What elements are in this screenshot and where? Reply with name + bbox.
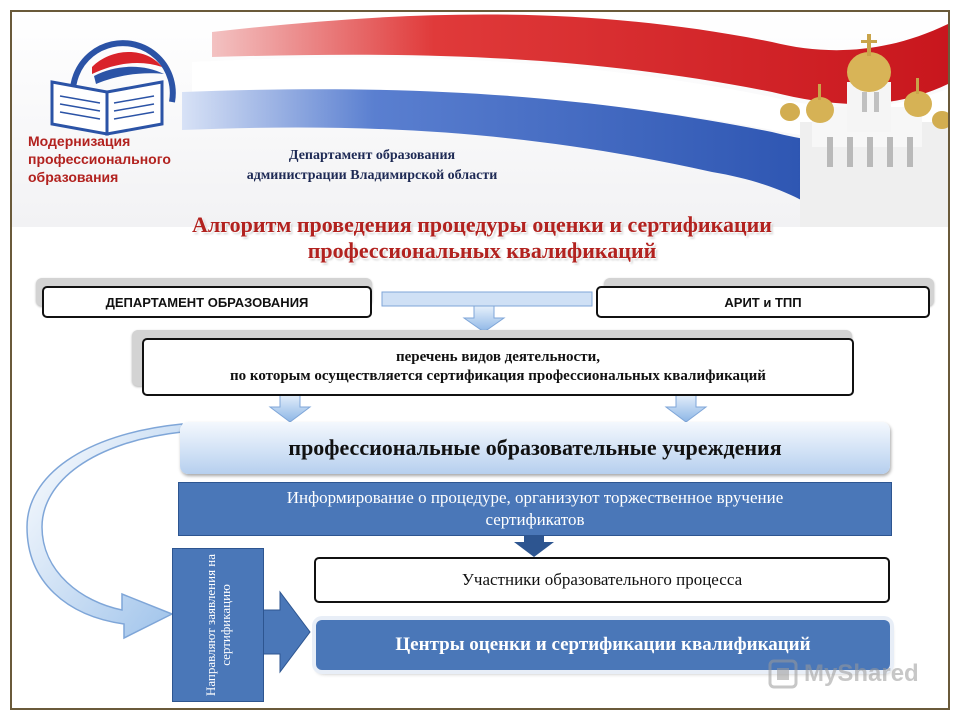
applications-box: Направляют заявления на сертификацию bbox=[172, 548, 264, 702]
activity-list-box: перечень видов деятельности, по которым … bbox=[142, 338, 854, 396]
list-line: перечень видов деятельности, bbox=[396, 349, 600, 365]
logo-caption-line: образования bbox=[28, 169, 119, 185]
dept-box: ДЕПАРТАМЕНТ ОБРАЗОВАНИЯ bbox=[42, 286, 372, 318]
title-line: профессиональных квалификаций bbox=[307, 238, 657, 263]
arit-box: АРИТ и ТПП bbox=[596, 286, 930, 318]
watermark-text: MyShared bbox=[804, 660, 919, 687]
down-arrow-icon bbox=[514, 532, 554, 557]
info-line: Информирование о процедуре, организуют т… bbox=[286, 488, 784, 507]
logo-caption-line: Модернизация bbox=[28, 133, 131, 149]
flow-connectors bbox=[26, 291, 708, 674]
education-logo-icon bbox=[50, 40, 176, 136]
curved-arrow-icon bbox=[26, 423, 183, 640]
slide-frame: Модернизация профессионального образован… bbox=[10, 10, 950, 710]
flag-blue-stripe bbox=[182, 89, 948, 222]
watermark-logo-icon bbox=[768, 659, 798, 689]
connector-bar bbox=[381, 291, 593, 307]
logo-caption-line: профессионального bbox=[28, 151, 171, 167]
logo-caption: Модернизация профессионального образован… bbox=[28, 132, 218, 186]
down-arrow-icon bbox=[268, 393, 312, 423]
cathedral-icon bbox=[780, 34, 948, 227]
flag-red-stripe bbox=[212, 14, 948, 104]
department-line: администрации Владимирской области bbox=[246, 168, 498, 183]
header-banner bbox=[12, 12, 948, 227]
list-line: по которым осуществляется сертификация п… bbox=[230, 368, 766, 384]
watermark: MyShared bbox=[768, 656, 938, 692]
department-name: Департамент образования администрации Вл… bbox=[192, 146, 552, 186]
down-arrow-icon bbox=[462, 305, 506, 333]
title-line: Алгоритм проведения процедуры оценки и с… bbox=[192, 212, 772, 237]
slide-title: Алгоритм проведения процедуры оценки и с… bbox=[72, 212, 892, 264]
participants-box: Участники образовательного процесса bbox=[314, 557, 890, 603]
applications-text: Направляют заявления на сертификацию bbox=[203, 553, 233, 697]
flag-white-stripe bbox=[192, 57, 948, 140]
department-line: Департамент образования bbox=[288, 148, 456, 163]
institutions-box: профессиональные образовательные учрежде… bbox=[180, 422, 890, 474]
info-line: сертификатов bbox=[485, 510, 585, 529]
info-box: Информирование о процедуре, организуют т… bbox=[178, 482, 892, 536]
down-arrow-icon bbox=[664, 393, 708, 423]
